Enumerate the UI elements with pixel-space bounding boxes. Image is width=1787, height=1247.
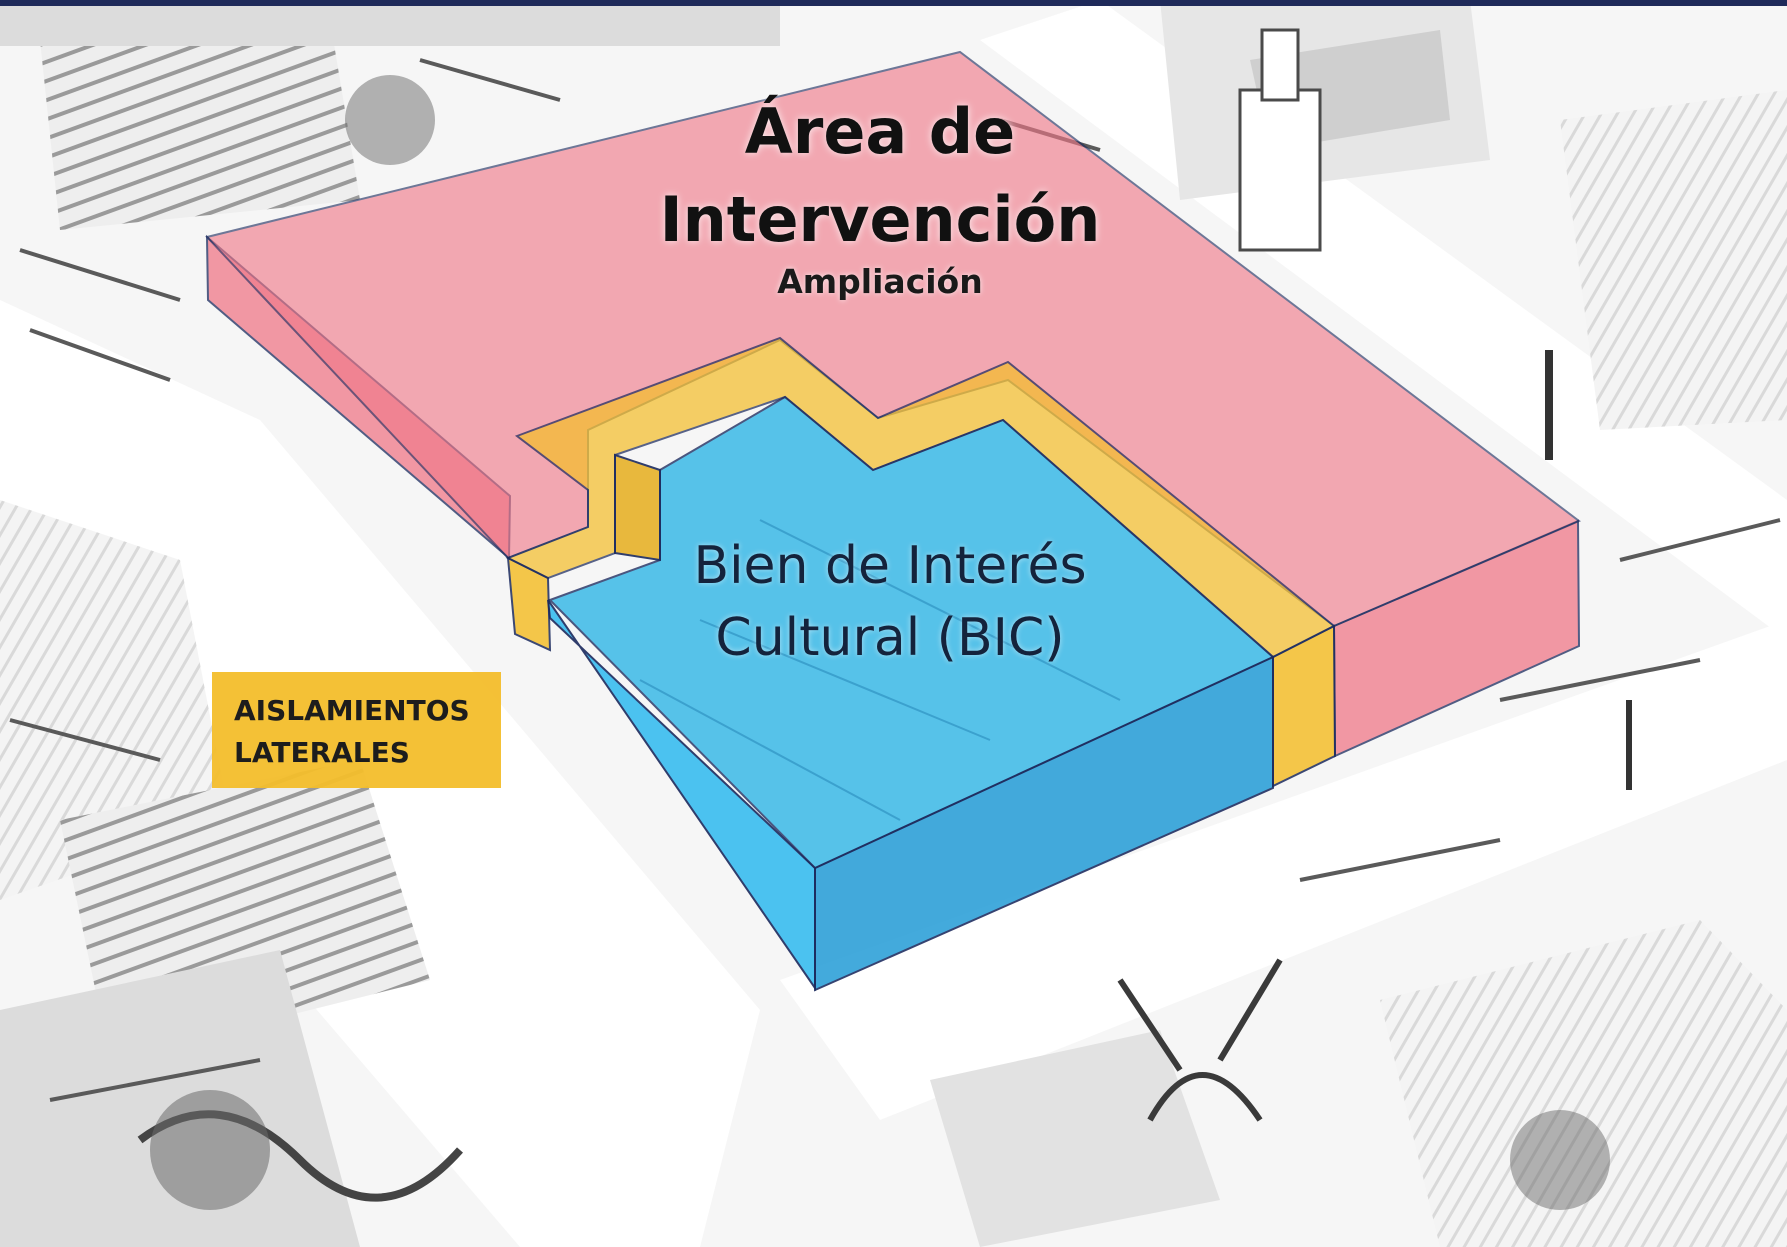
- title-bar-tab: [0, 0, 780, 46]
- intervention-area-volume: [205, 50, 1581, 758]
- bic-label: Bien de Interés Cultural (BIC): [640, 530, 1140, 674]
- bic-label-line2: Cultural (BIC): [715, 608, 1065, 668]
- intervention-area-subtitle: Ampliación: [777, 262, 983, 301]
- lateral-setbacks-legend: AISLAMIENTOS LATERALES: [212, 672, 501, 788]
- intervention-area-title-line1: Área de: [744, 95, 1016, 168]
- lateral-setbacks-volume: [505, 336, 1337, 788]
- intervention-area-title-line2: Intervención: [659, 183, 1101, 256]
- intervention-area-title: Área de Intervención: [560, 88, 1200, 264]
- legend-line2: LATERALES: [234, 736, 410, 769]
- bic-label-line1: Bien de Interés: [693, 536, 1087, 596]
- header-bar: [0, 0, 1787, 6]
- bic-volume: [547, 395, 1275, 992]
- legend-line1: AISLAMIENTOS: [234, 694, 470, 727]
